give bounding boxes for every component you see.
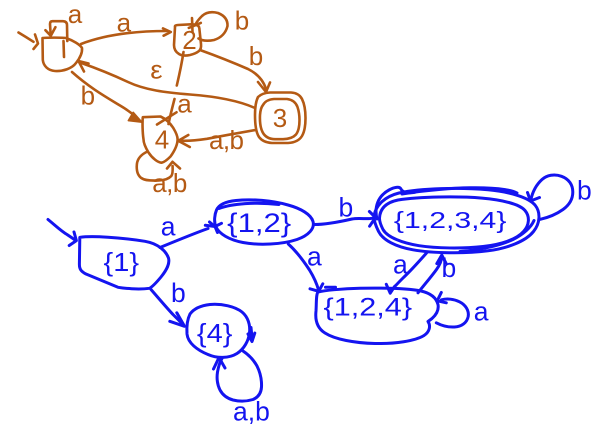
svg-text:a: a [307,242,322,272]
svg-text:b: b [249,41,263,71]
svg-text:a: a [177,89,192,119]
svg-text:b: b [81,81,95,111]
svg-text:4: 4 [155,125,169,155]
svg-text:b: b [235,5,249,35]
svg-text:ε: ε [150,54,163,84]
svg-text:2: 2 [182,25,196,55]
svg-text:b: b [339,193,354,223]
svg-text:a: a [474,296,489,326]
svg-text:a: a [393,249,408,279]
svg-text:{4}: {4} [197,318,233,348]
svg-text:a,b: a,b [233,396,270,426]
svg-text:a: a [117,8,132,38]
svg-text:a,b: a,b [209,125,244,155]
svg-text:{1,2}: {1,2} [227,208,291,238]
svg-text:a: a [161,211,176,241]
svg-text:{1,2,4}: {1,2,4} [324,294,413,322]
svg-text:b: b [442,253,457,283]
svg-text:{1,2,3,4}: {1,2,3,4} [394,207,507,233]
svg-text:b: b [171,278,186,308]
svg-text:b: b [577,176,592,206]
svg-text:3: 3 [273,103,287,133]
svg-text:a: a [68,0,83,29]
svg-text:{1}: {1} [104,247,140,277]
svg-text:a,b: a,b [152,168,187,198]
